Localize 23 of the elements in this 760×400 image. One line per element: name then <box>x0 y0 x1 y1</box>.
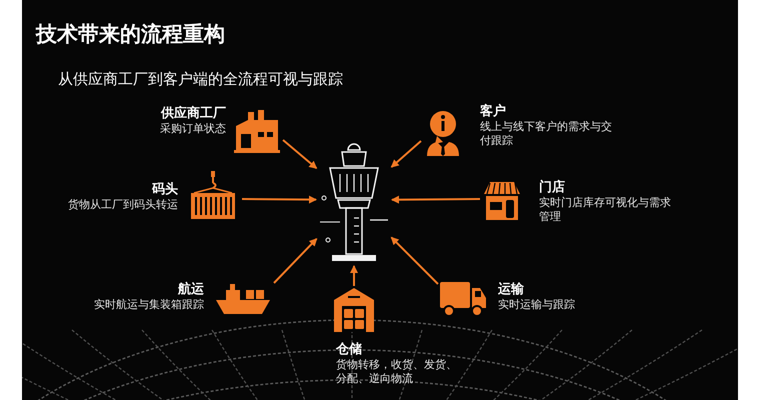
heading: 仓储 <box>336 342 363 358</box>
description: 线上与线下客户的需求与交付跟踪 <box>480 120 613 148</box>
description: 实时运输与跟踪 <box>498 298 576 312</box>
description: 实时门店库存可视化与需求管理 <box>539 196 672 224</box>
heading: 客户 <box>480 104 507 120</box>
heading: 门店 <box>539 180 566 196</box>
description: 实时航运与集装箱跟踪 <box>93 298 204 312</box>
heading: 码头 <box>150 182 178 198</box>
arrow <box>282 139 318 170</box>
description: 货物从工厂到码头转运 <box>67 198 178 212</box>
arrow <box>273 238 318 284</box>
description: 货物转移，收货、发货、分配、逆向物流 <box>336 358 458 386</box>
subtitle: 从供应商工厂到客户端的全流程可视与跟踪 <box>58 70 343 89</box>
title: 技术带来的流程重构 <box>36 21 225 48</box>
arrow <box>350 265 358 286</box>
description: 采购订单状态 <box>159 122 226 136</box>
heading: 运输 <box>498 282 525 298</box>
heading: 供应商工厂 <box>160 106 226 122</box>
heading: 航运 <box>176 282 204 298</box>
arrow <box>390 236 439 285</box>
arrow <box>390 140 422 168</box>
arrow <box>242 196 317 204</box>
arrow <box>391 196 480 204</box>
